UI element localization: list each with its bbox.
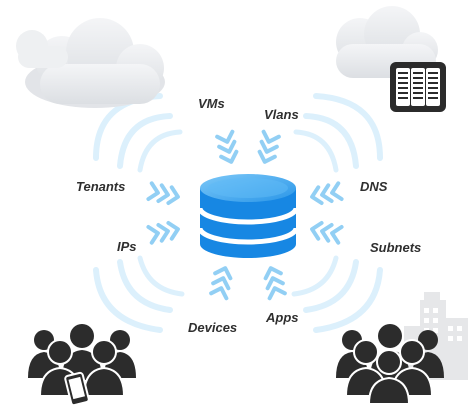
chevron-arrow-icon (146, 129, 344, 301)
mobile-phone-icon (64, 371, 90, 406)
label-vms: VMs (198, 96, 225, 111)
people-icon (28, 324, 136, 397)
label-dns: DNS (360, 179, 388, 194)
label-ips: IPs (117, 239, 137, 254)
label-tenants: Tenants (76, 179, 126, 194)
database-icon (197, 174, 299, 258)
signal-arcs (93, 93, 383, 333)
server-icon (390, 62, 446, 112)
cloud-icon (16, 18, 165, 108)
people-icon (336, 324, 444, 405)
label-apps: Apps (266, 310, 299, 325)
label-subnets: Subnets (370, 240, 422, 255)
label-vlans: Vlans (264, 107, 299, 122)
label-devices: Devices (188, 320, 238, 335)
